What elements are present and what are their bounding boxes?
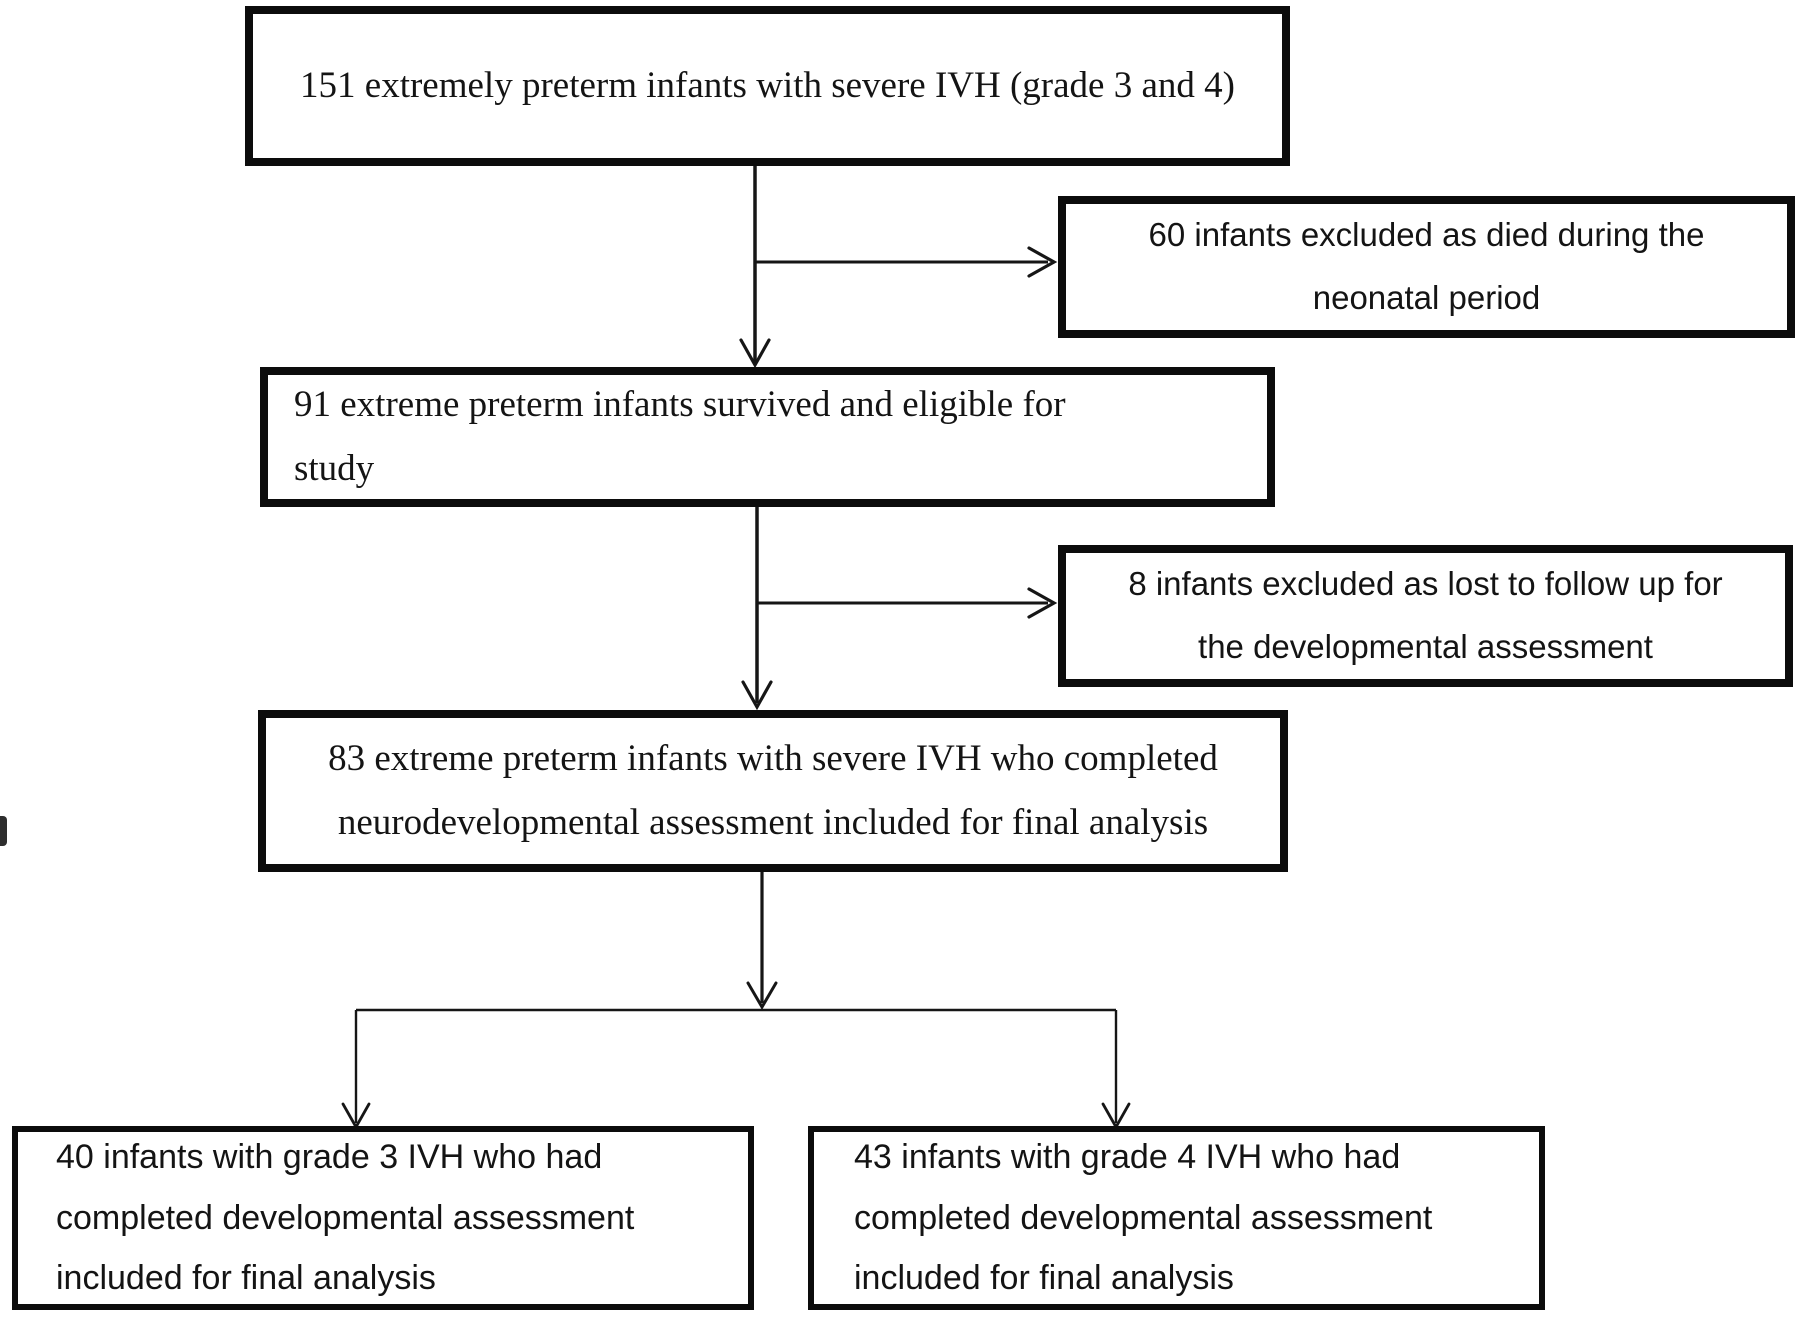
scan-artifact <box>0 816 7 846</box>
box-excluded-lost: 8 infants excluded as lost to follow up … <box>1058 545 1793 687</box>
arrow-split-to-grade4-head <box>1101 1102 1131 1130</box>
box-grade4: 43 infants with grade 4 IVH who had comp… <box>808 1126 1545 1310</box>
box-survived-text: 91 extreme preterm infants survived and … <box>294 384 1066 489</box>
arrow-to-excluded-died-head <box>1027 246 1058 278</box>
box-completed: 83 extreme preterm infants with severe I… <box>258 710 1288 872</box>
box-completed-text: 83 extreme preterm infants with severe I… <box>328 738 1218 843</box>
arrow-split-to-grade3-head <box>341 1102 371 1130</box>
box-grade3-text: 40 infants with grade 3 IVH who had comp… <box>56 1138 635 1298</box>
box-excluded-died-text: 60 infants excluded as died during the n… <box>1148 216 1705 316</box>
box-enrolled: 151 extremely preterm infants with sever… <box>245 6 1290 166</box>
box-enrolled-text: 151 extremely preterm infants with sever… <box>300 65 1235 107</box>
arrow-to-excluded-lost-head <box>1027 587 1058 619</box>
arrow-completed-to-split-head <box>746 981 778 1010</box>
box-excluded-lost-text: 8 infants excluded as lost to follow up … <box>1128 565 1723 665</box>
box-grade4-text: 43 infants with grade 4 IVH who had comp… <box>854 1138 1433 1298</box>
box-excluded-died: 60 infants excluded as died during the n… <box>1058 196 1795 338</box>
box-grade3: 40 infants with grade 3 IVH who had comp… <box>12 1126 754 1310</box>
arrow-enrolled-to-survived-head <box>739 338 771 369</box>
box-survived: 91 extreme preterm infants survived and … <box>260 367 1275 507</box>
arrow-survived-to-completed-head <box>741 680 773 711</box>
